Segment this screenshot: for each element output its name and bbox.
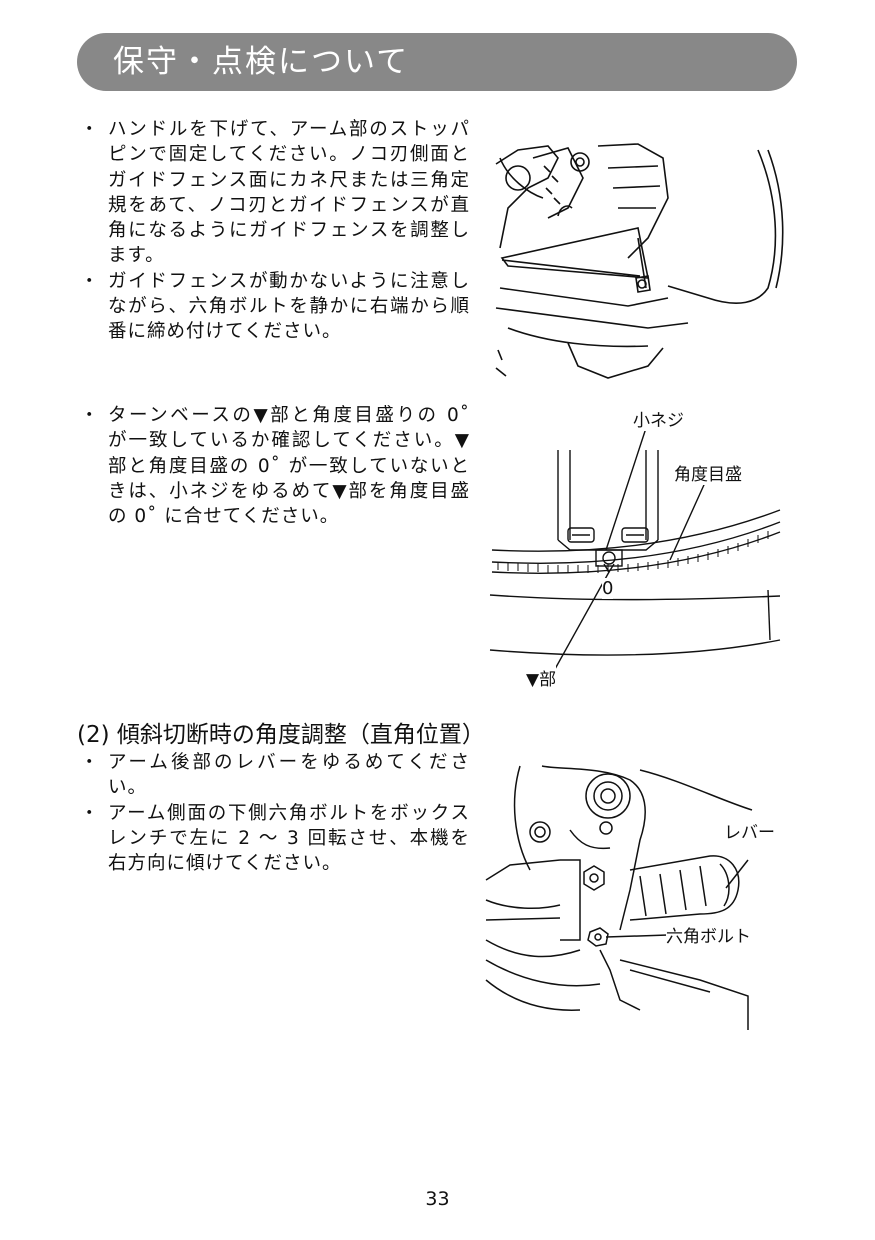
bullet-dot: ・	[80, 270, 100, 292]
figure-bevel-adjust: レバー 六角ボルト	[480, 760, 780, 1030]
bullet-text: ガイドフェンスが動かないように注意しながら、六角ボルトを静かに右端から順番に締め…	[108, 270, 470, 343]
bullet-text: アーム側面の下側六角ボルトをボックスレンチで左に 2 ～ 3 回転させ、本機を右…	[108, 802, 470, 875]
leader-angle-scale	[669, 475, 709, 561]
section3-bullets: ・ アーム後部のレバーをゆるめてください。 ・ アーム側面の下側六角ボルトをボッ…	[80, 750, 470, 876]
list-item: ・ ガイドフェンスが動かないように注意しながら、六角ボルトを静かに右端から順番に…	[80, 269, 470, 345]
list-item: ・ アーム側面の下側六角ボルトをボックスレンチで左に 2 ～ 3 回転させ、本機…	[80, 801, 470, 877]
bullet-dot: ・	[80, 752, 100, 773]
scale-ticks	[497, 531, 769, 573]
hex-bolt-label: 六角ボルト	[666, 922, 751, 947]
lever-label: レバー	[724, 818, 775, 843]
list-item: ・ ターンベースの▼部と角度目盛りの 0˚ が一致しているか確認してください。▼…	[80, 403, 470, 529]
scale-illustration	[489, 421, 781, 679]
leader-lever	[725, 859, 749, 889]
section2-bullets: ・ ターンベースの▼部と角度目盛りの 0˚ が一致しているか確認してください。▼…	[80, 403, 470, 529]
leader-small-screw	[605, 421, 649, 551]
fence-square-illustration	[495, 143, 784, 379]
list-item: ・ ハンドルを下げて、アーム部のストッパピンで固定してください。ノコ刃側面とガイ…	[80, 117, 470, 269]
leader-triangle-part	[549, 571, 610, 679]
triangle-part-label: ▼部	[526, 665, 557, 690]
small-screw-label: 小ネジ	[633, 406, 684, 431]
bullet-dot: ・	[80, 119, 100, 140]
bullet-dot: ・	[80, 405, 100, 426]
leader-hex-bolt	[605, 934, 669, 938]
section1-bullets: ・ ハンドルを下げて、アーム部のストッパピンで固定してください。ノコ刃側面とガイ…	[80, 117, 470, 345]
bevel-illustration	[485, 765, 753, 1030]
bullet-text: アーム後部のレバーをゆるめてください。	[108, 752, 470, 799]
zero-mark-label: 0	[602, 578, 614, 599]
page-title: 保守・点検について	[113, 44, 410, 80]
figure-fence-square	[488, 138, 788, 383]
list-item: ・ アーム後部のレバーをゆるめてください。	[80, 750, 470, 801]
header-bar: 保守・点検について	[77, 33, 797, 91]
section-heading: (2) 傾斜切断時の角度調整（直角位置）	[77, 722, 485, 748]
bullet-text: ターンベースの▼部と角度目盛りの 0˚ が一致しているか確認してください。▼部と…	[108, 405, 470, 528]
angle-scale-label: 角度目盛	[674, 460, 742, 485]
page-number: 33	[425, 1188, 450, 1210]
figure-turn-base-scale: 小ネジ 角度目盛 0 ▼部	[488, 400, 788, 700]
bullet-text: ハンドルを下げて、アーム部のストッパピンで固定してください。ノコ刃側面とガイドフ…	[108, 119, 470, 267]
bullet-dot: ・	[80, 802, 100, 824]
